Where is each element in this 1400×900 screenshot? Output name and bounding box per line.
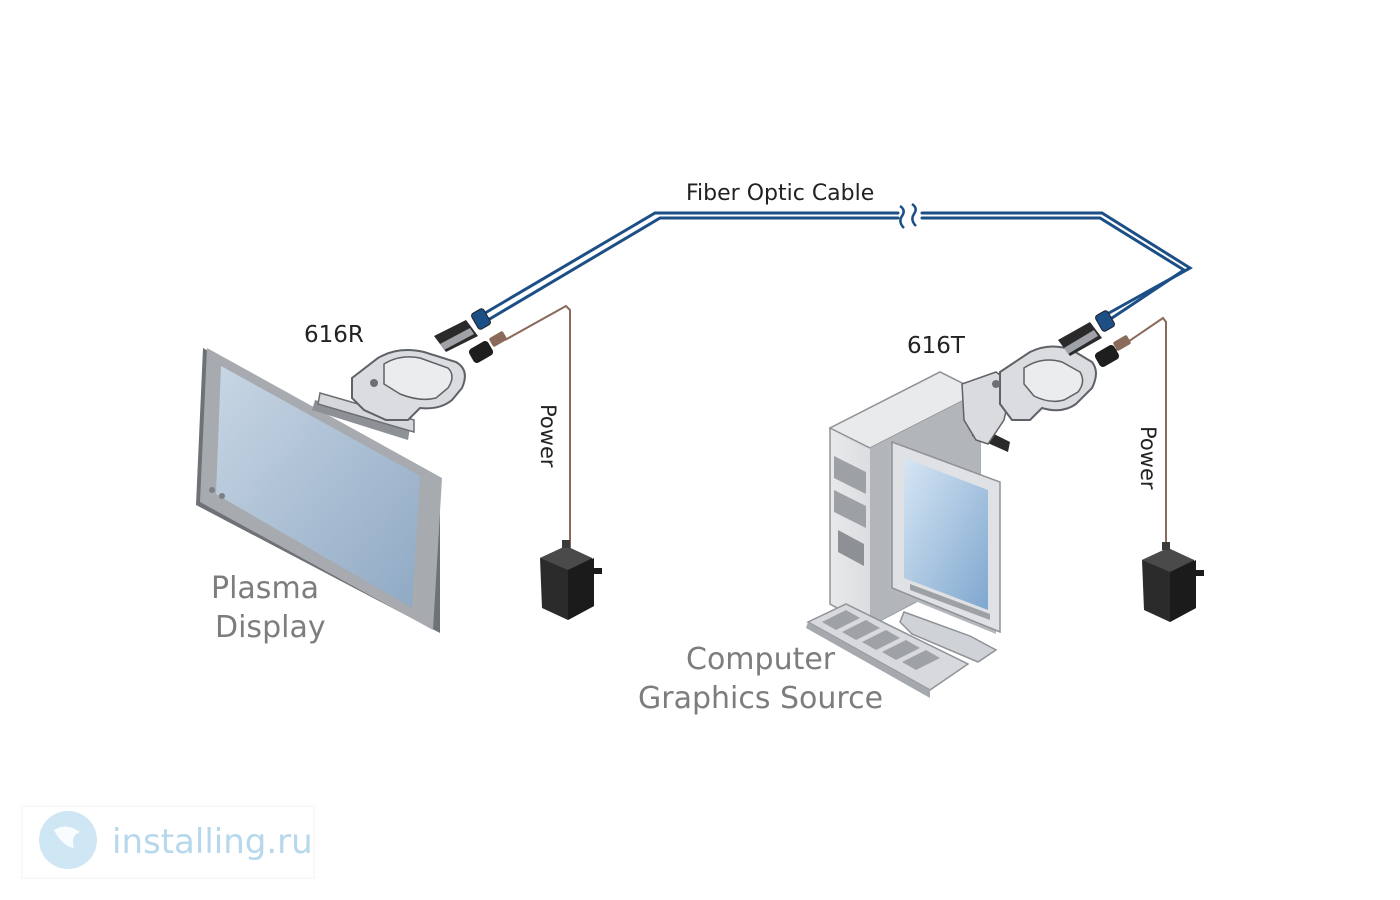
receiver-module-icon <box>312 308 507 440</box>
watermark: installing.ru <box>21 805 315 879</box>
plasma-display-icon <box>196 348 442 633</box>
receiver-label: 616R <box>304 322 364 348</box>
installing-logo-icon <box>39 811 97 869</box>
power-label-left: Power <box>536 404 560 468</box>
watermark-text: installing.ru <box>112 822 313 862</box>
source-label-line2: Graphics Source <box>638 681 883 716</box>
power-cord-left <box>504 304 571 548</box>
source-label-line1: Computer <box>686 642 836 677</box>
transmitter-module-icon <box>961 310 1131 452</box>
display-label-line2: Display <box>215 610 326 645</box>
power-adapter-icon <box>540 540 602 620</box>
cable-break-icon <box>899 202 917 229</box>
fiber-optic-cable <box>478 211 1193 324</box>
monitor-icon <box>888 440 1001 663</box>
power-cord-right <box>1115 316 1167 550</box>
display-label-line1: Plasma <box>211 571 319 606</box>
transmitter-label: 616T <box>907 333 966 359</box>
power-adapter-icon <box>1142 542 1204 622</box>
power-label-right: Power <box>1136 426 1160 490</box>
fiber-cable-label: Fiber Optic Cable <box>686 181 874 206</box>
keyboard-icon <box>806 603 970 698</box>
